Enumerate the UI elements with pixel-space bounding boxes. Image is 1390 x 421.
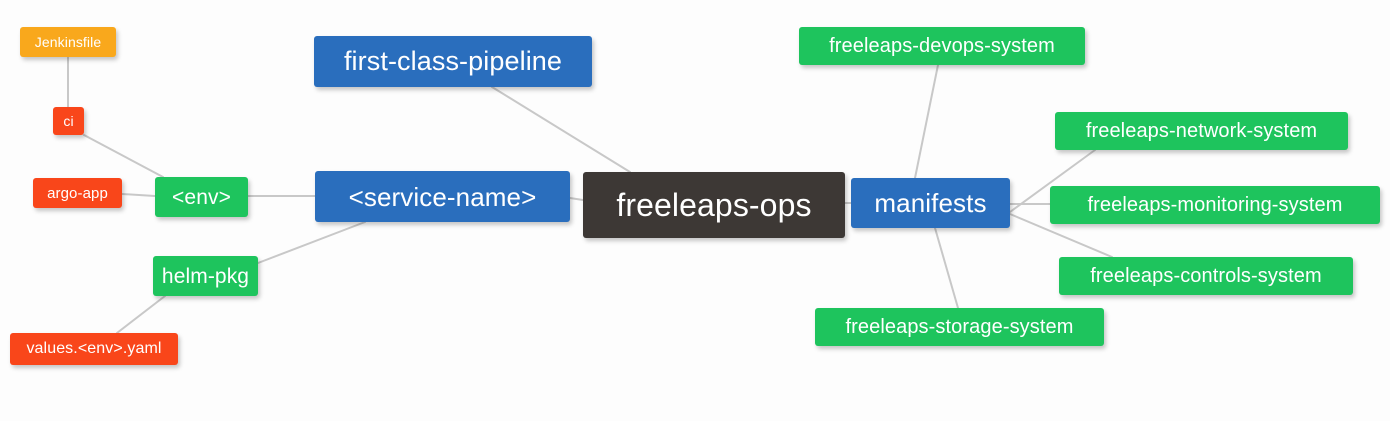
node-helm-pkg[interactable]: helm-pkg <box>153 256 258 296</box>
node-storage-sys[interactable]: freeleaps-storage-system <box>815 308 1104 346</box>
node-label: helm-pkg <box>161 264 250 288</box>
node-network-sys[interactable]: freeleaps-network-system <box>1055 112 1348 150</box>
node-values-yaml[interactable]: values.<env>.yaml <box>10 333 178 365</box>
node-argo-app[interactable]: argo-app <box>33 178 122 208</box>
node-label: freeleaps-network-system <box>1085 120 1318 142</box>
node-label: freeleaps-storage-system <box>845 316 1074 338</box>
node-label: freeleaps-ops <box>616 187 812 223</box>
node-label: <service-name> <box>348 181 537 212</box>
node-label: Jenkinsfile <box>34 34 102 50</box>
edge-argo-app-to-env <box>121 193 156 197</box>
node-label: first-class-pipeline <box>343 46 563 76</box>
node-label: argo-app <box>47 184 108 202</box>
edge-manifests-to-network-sys <box>1009 149 1096 213</box>
node-ci[interactable]: ci <box>53 107 84 135</box>
edge-service-name-to-helm-pkg <box>257 221 366 264</box>
node-manifests[interactable]: manifests <box>851 178 1010 228</box>
node-freeleaps-ops[interactable]: freeleaps-ops <box>583 172 845 238</box>
edge-helm-pkg-to-values-yaml <box>116 295 166 334</box>
node-label: values.<env>.yaml <box>26 340 162 357</box>
node-service-name[interactable]: <service-name> <box>315 171 570 222</box>
node-controls-sys[interactable]: freeleaps-controls-system <box>1059 257 1353 295</box>
node-monitoring-sys[interactable]: freeleaps-monitoring-system <box>1050 186 1380 224</box>
edge-manifests-to-devops-sys <box>914 64 939 179</box>
node-label: freeleaps-monitoring-system <box>1087 194 1343 216</box>
edge-ci-to-env <box>83 134 164 178</box>
node-label: ci <box>63 113 74 129</box>
node-jenkinsfile[interactable]: Jenkinsfile <box>20 27 116 57</box>
node-label: freeleaps-controls-system <box>1090 265 1322 287</box>
node-label: manifests <box>874 188 987 218</box>
edge-manifests-to-storage-sys <box>934 227 959 309</box>
node-devops-sys[interactable]: freeleaps-devops-system <box>799 27 1085 65</box>
node-label: <env> <box>172 185 231 209</box>
node-label: freeleaps-devops-system <box>829 35 1055 57</box>
node-env[interactable]: <env> <box>155 177 248 217</box>
edge-pipeline-to-freeleaps-ops <box>491 86 631 173</box>
node-pipeline[interactable]: first-class-pipeline <box>314 36 592 87</box>
edge-manifests-to-controls-sys <box>1009 213 1113 258</box>
edge-service-name-to-freeleaps-ops <box>569 197 584 201</box>
